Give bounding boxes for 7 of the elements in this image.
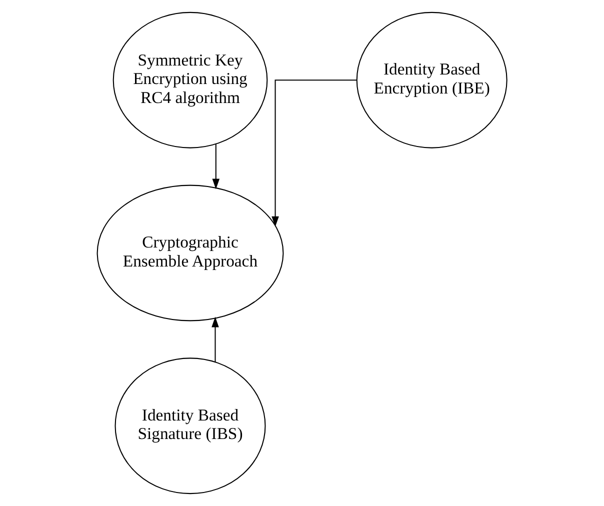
node-circle: Identity Based Encryption (IBE) bbox=[356, 12, 508, 148]
arrow bbox=[212, 144, 220, 190]
node-circle: Identity Based Signature (IBS) bbox=[114, 358, 266, 494]
arrow bbox=[212, 316, 219, 362]
arrow bbox=[272, 80, 357, 227]
node-ellipse: Cryptographic Ensemble Approach bbox=[96, 184, 284, 322]
node-ellipse: Symmetric Key Encryption using RC4 algorithm bbox=[112, 12, 268, 148]
